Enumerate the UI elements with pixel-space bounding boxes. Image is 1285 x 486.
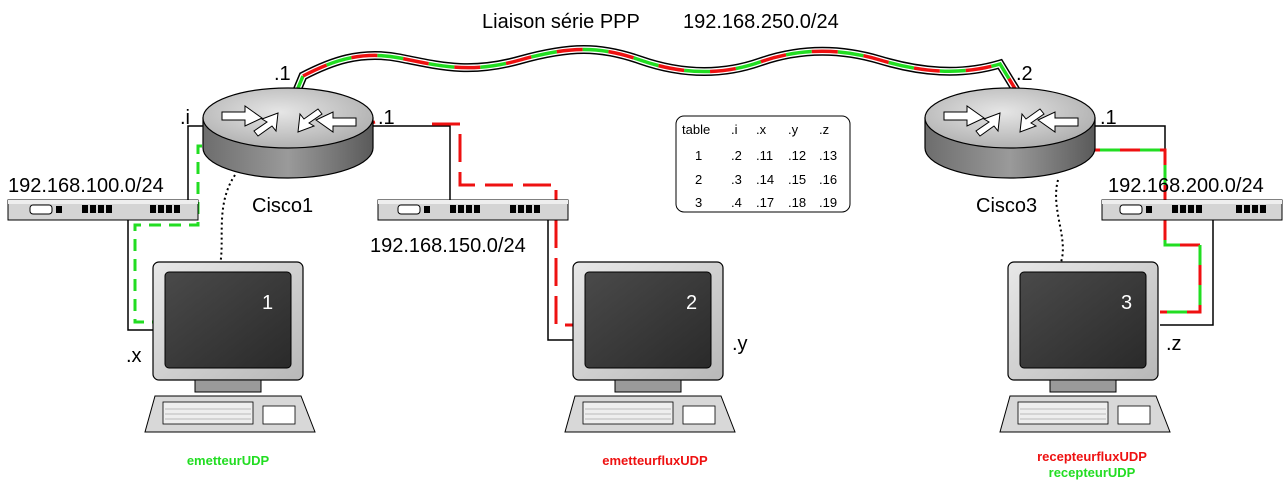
pc3-address: .z	[1166, 333, 1182, 355]
pc3-number: 3	[1121, 292, 1132, 314]
pc-3	[999, 261, 1171, 433]
pc-2	[564, 261, 736, 433]
router-arrows-icon	[943, 105, 1079, 137]
table-cell: .3	[731, 172, 742, 187]
pc3-app-label-1: recepteurfluxUDP	[1037, 449, 1147, 464]
table-cell: .15	[788, 172, 806, 187]
ppp-network-label: 192.168.250.0/24	[683, 11, 839, 33]
pc3-app-label-2: recepteurUDP	[1049, 465, 1136, 480]
net200-label: 192.168.200.0/24	[1108, 175, 1264, 197]
ppp-green-flow	[291, 47, 1024, 101]
table-cell: .18	[788, 195, 806, 210]
switch-net100	[7, 199, 199, 221]
cisco1-ppp-address: .1	[274, 63, 291, 85]
red-flow-net150	[359, 120, 578, 327]
router-arrows-icon	[221, 105, 357, 137]
flow-net200	[1080, 148, 1202, 314]
table-header-cell: .z	[819, 122, 829, 137]
table-cell: 3	[695, 195, 702, 210]
table-header-cell: .y	[788, 122, 799, 137]
router-cisco3	[924, 87, 1096, 179]
table-cell: .19	[819, 195, 837, 210]
table-cell: .16	[819, 172, 837, 187]
pc1-app-label: emetteurUDP	[187, 453, 270, 468]
cisco1-left-if-label: .i	[180, 107, 190, 129]
pc1-address: .x	[126, 345, 142, 367]
ppp-link-title: Liaison série PPP	[482, 11, 640, 33]
cisco3-name: Cisco3	[976, 195, 1037, 217]
net150-label: 192.168.150.0/24	[370, 235, 526, 257]
address-table: table .i .x .y .z 1 .2 .11 .12 .13 2 .3 .14 .15 .16 3 .4…	[675, 115, 851, 213]
pc2-app-label: emetteurfluxUDP	[602, 453, 708, 468]
green-flow-net100	[133, 144, 222, 324]
cisco1-right-if-label: .1	[378, 107, 395, 129]
table-cell: .12	[788, 148, 806, 163]
table-header-cell: .i	[731, 122, 738, 137]
router-cisco1	[202, 87, 374, 179]
cisco1-name: Cisco1	[252, 195, 313, 217]
table-cell: 2	[695, 172, 702, 187]
table-header-cell: .x	[756, 122, 767, 137]
table-cell: .13	[819, 148, 837, 163]
ppp-red-flow	[291, 47, 1024, 101]
table-cell: 1	[695, 148, 702, 163]
pc1-number: 1	[262, 292, 273, 314]
table-cell: .17	[756, 195, 774, 210]
pc-1	[144, 261, 316, 433]
table-cell: .14	[756, 172, 774, 187]
pc2-number: 2	[686, 292, 697, 314]
console-cables	[219, 174, 1064, 266]
table-cell: .2	[731, 148, 742, 163]
pc2-address: .y	[732, 333, 748, 355]
table-cell: .11	[756, 148, 773, 163]
cisco3-ppp-address: .2	[1016, 63, 1033, 85]
table-cell: .4	[731, 195, 742, 210]
ppp-serial-link	[288, 45, 1027, 105]
net100-label: 192.168.100.0/24	[8, 175, 164, 197]
cisco3-right-if-label: .1	[1100, 107, 1117, 129]
switch-net150	[377, 199, 569, 221]
table-header-cell: table	[682, 122, 710, 137]
switch-net200	[1101, 199, 1283, 221]
